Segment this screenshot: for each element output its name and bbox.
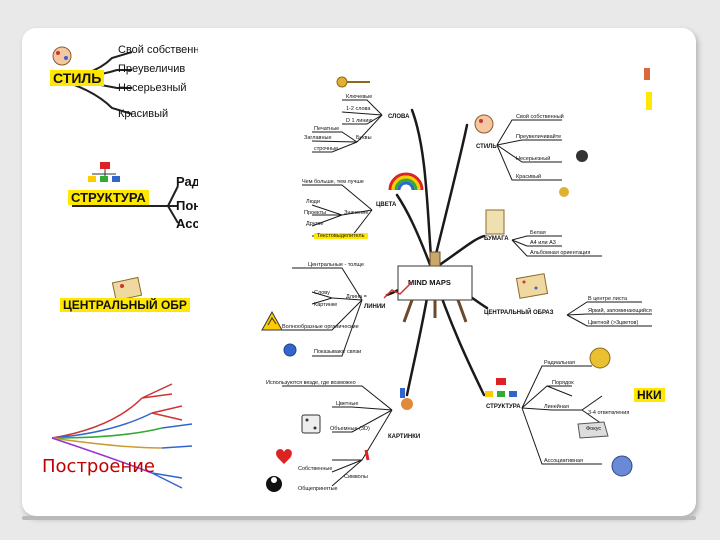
linii-item: Центральные - толще (308, 262, 364, 268)
slova-item: Заглавные (304, 135, 332, 141)
scroll-icon (485, 209, 505, 235)
cveta-item: Чем больше, тем лучше (302, 179, 364, 185)
slova-item: Ключевые (346, 94, 373, 100)
slova-item: строчные (314, 146, 339, 152)
cveta-item: Люди (306, 199, 320, 205)
struktura-item: Ассоциативная (544, 458, 584, 464)
kartinki-item: Общепринятые (298, 486, 338, 492)
stil-right-item: Красивый (516, 174, 542, 180)
right-strip: НКИ (634, 28, 696, 498)
map-icon (515, 273, 549, 299)
struktura-item: Порядок (552, 380, 574, 386)
stil-right-title: СТИЛЬ (476, 144, 497, 150)
left-struktura-item: Пон (176, 198, 198, 213)
left-stil-item: Красивый (118, 108, 169, 120)
left-struktura-item: Рад (176, 174, 198, 189)
cveta-item: Значение (344, 210, 369, 216)
pictures-icon (266, 388, 413, 492)
cveta-item: Проекты (304, 210, 327, 216)
kartinki-item: Символы (344, 474, 368, 480)
hierarchy-icon (88, 162, 120, 182)
left-central-title: ЦЕНТРАЛЬНЫЙ ОБР (60, 298, 190, 312)
struktura-item: Радиальная (544, 360, 576, 366)
left-panel: СТИЛЬ Свой собственный Преувеличив Несер… (22, 28, 198, 498)
kartinki-item: Собственные (298, 466, 333, 472)
central-title: ЦЕНТРАЛЬНЫЙ ОБРАЗ (484, 310, 554, 316)
linii-item: Слову (314, 290, 330, 296)
style-icon (474, 114, 588, 197)
key-icon (336, 76, 370, 88)
central-item: Цветной (>3цветов) (588, 320, 639, 326)
linii-title: ЛИНИИ (364, 304, 386, 310)
slova-item: 1-2 слова (346, 106, 371, 112)
central-item: Яркий, запоминающийся (588, 308, 652, 314)
slova-title: СЛОВА (388, 114, 410, 120)
left-stil-item: Преувеличив (118, 63, 186, 75)
slide-bottom-edge (22, 516, 696, 520)
stil-right-item: Преувеличивайте (516, 134, 562, 140)
linii-item: Картинке (314, 302, 338, 308)
right-flag-icon (644, 68, 650, 80)
slide: СТИЛЬ Свой собственный Преувеличив Несер… (22, 28, 696, 516)
central-item: В центре листа (588, 296, 628, 302)
struktura-item: 3-4 ответвления (588, 410, 630, 416)
left-stil-item: Несерьезный (118, 82, 187, 94)
center-title: MIND MAPS (408, 278, 451, 287)
struktura-item: Линейная (544, 404, 569, 410)
cveta-item: Текстовыделитель (314, 233, 368, 239)
struktura-title: СТРУКТУРА (486, 404, 521, 410)
right-highlight-bar (646, 92, 652, 110)
left-caption: Построение (42, 456, 155, 477)
linii-item: Длина = (346, 294, 367, 300)
mind-map: MIND MAPS СЛОВА Ключевые 1-2 слова D 1 л… (222, 40, 662, 496)
bumaga-title: БУМАГА (484, 236, 509, 242)
kartinki-item: Используются везде, где возможно (266, 380, 356, 386)
slova-item: D 1 линию (346, 118, 373, 124)
linii-item: Волнообразные органические (282, 324, 359, 330)
mind-map-branches (282, 99, 652, 487)
brain-icon (52, 46, 72, 66)
linii-item: Показывают связи (314, 349, 362, 355)
left-stil-item: Свой собственный (118, 44, 198, 56)
bumaga-item: А4 или А3 (530, 240, 556, 246)
left-struktura-item: Ассо (176, 216, 198, 231)
right-kartinki-fragment: НКИ (634, 388, 665, 402)
kartinki-item: Объемные (3D) (330, 426, 370, 432)
bumaga-item: Белая (530, 230, 546, 236)
cveta-title: ЦВЕТА (376, 202, 397, 208)
stil-right-item: Свой собственный (516, 114, 564, 120)
stil-right-item: Несерьезный (516, 156, 551, 162)
rainbow-icon (388, 172, 424, 191)
bumaga-item: Альбомная ориентация (530, 250, 591, 256)
kartinki-title: КАРТИНКИ (388, 434, 421, 440)
cveta-item: Другое (306, 221, 324, 227)
kartinki-item: Цветные (336, 401, 359, 407)
slova-item: Печатные (314, 126, 340, 132)
puzzle-icon (111, 276, 143, 302)
chart-icon (261, 281, 413, 357)
left-stil-title: СТИЛЬ (50, 70, 105, 86)
slova-item: Буквы (356, 135, 372, 141)
hierarchy-icon-right (485, 347, 633, 477)
left-struktura-title: СТРУКТУРА (68, 190, 149, 205)
struktura-item: Фокус (586, 426, 602, 432)
